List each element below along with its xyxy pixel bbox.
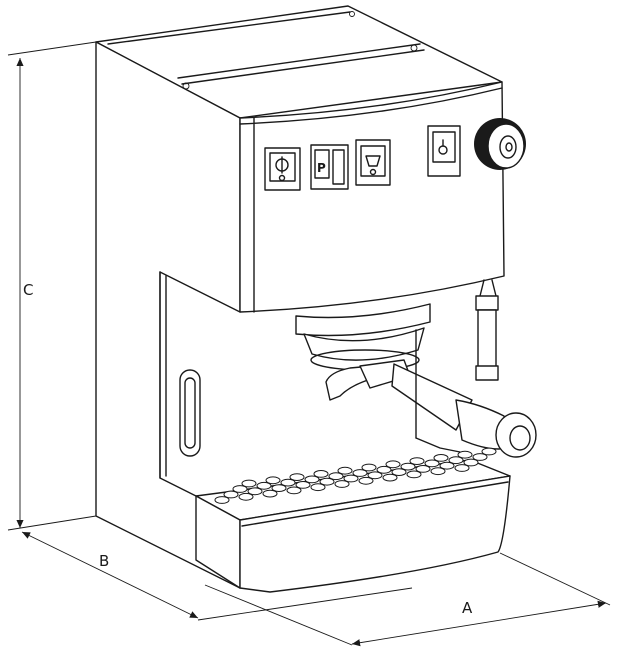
steam-wand[interactable] (475, 279, 499, 381)
drip-tray-hole (409, 457, 425, 466)
drip-tray-hole (406, 470, 422, 479)
drip-tray-hole (433, 454, 449, 462)
drip-tray-hole (457, 450, 473, 459)
drip-tray-hole (223, 490, 239, 499)
drip-tray-hole (463, 458, 479, 467)
drip-tray-hole (232, 485, 248, 493)
drip-tray-hole (376, 465, 392, 474)
drip-tray-hole (289, 473, 305, 482)
drip-tray-hole (367, 471, 383, 480)
drip-tray-hole (310, 483, 326, 492)
drip-tray-hole (313, 470, 329, 478)
drip-tray-hole (334, 480, 350, 488)
dimension-lines (7, 41, 611, 647)
drip-tray-hole (319, 477, 335, 486)
drip-tray-hole (382, 473, 398, 482)
drip-tray-hole (295, 481, 311, 489)
drip-tray-hole (391, 468, 407, 477)
drip-tray-hole (400, 462, 416, 471)
drip-tray-hole (214, 496, 230, 504)
drip-tray[interactable] (195, 459, 511, 593)
drip-tray-hole (454, 464, 470, 472)
drip-tray-hole (247, 487, 263, 496)
drip-tray-hole (271, 484, 287, 493)
drip-tray-hole (472, 453, 488, 461)
drip-tray-hole (256, 481, 272, 490)
drip-tray-hole (439, 461, 455, 470)
dimension-label-b: B (99, 552, 109, 570)
drip-tray-hole (304, 475, 320, 484)
drip-tray-hole (343, 474, 359, 483)
steam-knob[interactable] (474, 118, 526, 170)
portafilter[interactable] (325, 359, 537, 458)
drip-tray-hole (265, 476, 281, 485)
drip-tray-hole (262, 489, 278, 498)
inner-frame (159, 271, 461, 479)
water-level-window (179, 369, 201, 457)
control-panel: P (264, 118, 526, 191)
drip-tray-hole (385, 460, 401, 469)
drip-tray-hole (415, 465, 431, 473)
drip-tray-hole (238, 492, 254, 501)
hot-water-switch[interactable] (427, 125, 461, 177)
steam-switch[interactable] (355, 139, 391, 186)
power-switch[interactable]: P (310, 144, 349, 190)
drip-tray-hole (241, 479, 257, 488)
drip-tray-hole (328, 472, 344, 481)
drip-tray-hole (430, 467, 446, 476)
power-switch-symbol: P (317, 161, 326, 175)
drip-tray-hole (337, 466, 353, 475)
dimension-label-a: A (462, 599, 473, 617)
drip-tray-holes (214, 447, 497, 504)
drip-tray-hole (280, 478, 296, 487)
drip-tray-hole (352, 469, 368, 477)
drip-tray-hole (448, 456, 464, 465)
dimension-label-c: C (23, 281, 33, 299)
drip-tray-hole (361, 463, 377, 472)
drip-tray-hole (481, 447, 497, 456)
drip-tray-hole (358, 476, 374, 485)
drip-tray-hole (424, 459, 440, 468)
group-head (295, 303, 431, 371)
drip-tray-hole (286, 486, 302, 495)
coffee-switch[interactable] (264, 147, 301, 191)
